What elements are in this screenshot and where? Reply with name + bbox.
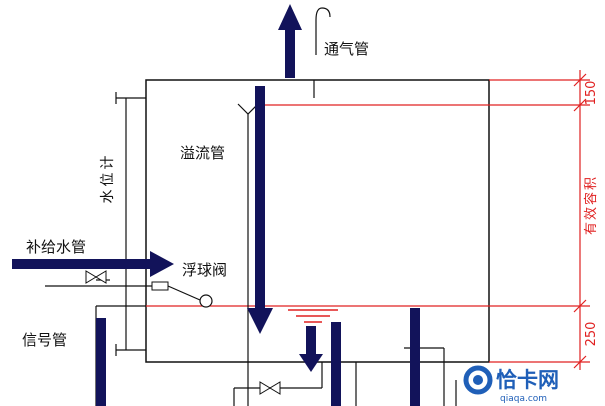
- valve-icon: [85, 270, 97, 284]
- effective-volume-label: 有效容积: [583, 175, 599, 235]
- dim-top-freeboard: 150: [584, 81, 599, 106]
- watermark: 恰卡网 qiaqa.com: [463, 365, 559, 404]
- tick-mark: [573, 299, 587, 313]
- outlet-arrow-shaft: [306, 326, 316, 356]
- outlet-arrow-head: [299, 354, 323, 372]
- overflow-arrow-shaft: [255, 86, 265, 310]
- makeup-water-pipe-label: 补给水管: [26, 238, 86, 256]
- pipe-marker: [331, 322, 341, 406]
- float-ball-icon: [199, 294, 213, 308]
- overflow-pipe-label: 溢流管: [180, 144, 225, 162]
- watermark-logo-dot: [473, 375, 483, 385]
- watermark-url: qiaqa.com: [500, 394, 547, 404]
- tick-mark: [573, 73, 587, 87]
- drain-valve-icon: [269, 381, 281, 395]
- makeup-arrow-head: [150, 251, 174, 277]
- water-level-gauge-label: 水位计: [100, 153, 116, 204]
- drain-valve-icon: [259, 381, 271, 395]
- arrows: [12, 4, 420, 406]
- dim-bottom-clearance: 250: [584, 322, 599, 347]
- watermark-name: 恰卡网: [496, 368, 559, 392]
- watermark-logo-icon: [463, 365, 493, 395]
- tank-outline: [145, 79, 490, 363]
- float-valve-body: [151, 281, 169, 291]
- makeup-arrow-shaft: [12, 259, 152, 269]
- vent-arrow-shaft: [285, 28, 295, 78]
- water-surface-mark: [288, 309, 338, 328]
- signal-marker: [96, 318, 106, 406]
- vent-arrow-head: [278, 4, 302, 30]
- overflow-arrow-head: [247, 308, 273, 334]
- signal-pipe-label: 信号管: [22, 331, 67, 349]
- tick-mark: [573, 98, 587, 112]
- pipe-marker: [410, 308, 420, 406]
- float-valve-label: 浮球阀: [182, 261, 227, 279]
- tick-mark: [573, 355, 587, 369]
- valve-icon: [95, 270, 107, 284]
- vent-pipe-hook: [315, 7, 331, 55]
- vent-pipe-label: 通气管: [324, 40, 369, 58]
- float-arm: [167, 285, 201, 301]
